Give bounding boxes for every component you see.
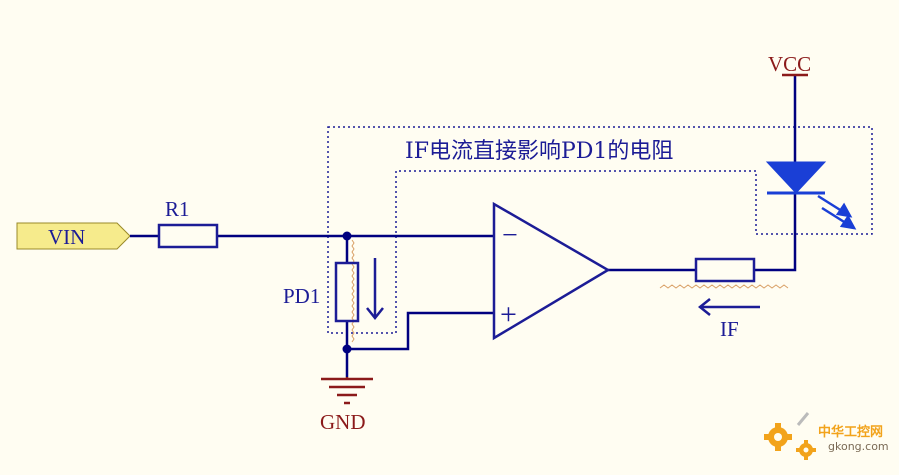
resistor-r1[interactable]	[157, 223, 219, 249]
wire-node-plus-input	[347, 311, 494, 351]
vin-label: VIN	[48, 225, 85, 249]
opamp-plus-sign: +	[500, 298, 517, 331]
gear-icon	[764, 423, 792, 451]
led-emission-arrows-icon	[817, 194, 857, 230]
gear-icon-small	[796, 440, 816, 460]
annotation-text: IF电流直接影响PD1的电阻	[405, 139, 673, 164]
squiggle-mark-pd1	[351, 239, 355, 343]
photodetector-pd1[interactable]	[334, 261, 360, 323]
vin-port[interactable]	[16, 222, 131, 250]
pd1-arrow-icon	[366, 258, 384, 321]
opamp-minus-sign: −	[502, 220, 518, 251]
watermark-title: 中华工控网	[818, 424, 883, 440]
annotation-boundary	[327, 126, 873, 334]
junction-dot-top	[342, 231, 352, 241]
watermark-logo: 中华工控网 gkong.com	[764, 412, 889, 460]
wires	[130, 75, 797, 377]
pd1-label: PD1	[283, 284, 320, 308]
vcc-label: VCC	[768, 52, 811, 76]
gnd-label: GND	[320, 410, 366, 434]
wire-resistor-led	[754, 193, 797, 272]
junction-dot-bottom	[342, 344, 352, 354]
squiggle-mark-feedback	[659, 284, 789, 289]
r1-label: R1	[165, 197, 190, 221]
opamp-triangle[interactable]	[492, 201, 611, 341]
ground-symbol	[321, 377, 373, 405]
led-diode[interactable]	[765, 161, 827, 194]
if-label: IF	[720, 317, 739, 341]
pen-icon	[796, 412, 810, 426]
if-current-arrow-icon	[697, 298, 760, 316]
resistor-output[interactable]	[694, 257, 756, 283]
watermark-url: gkong.com	[828, 440, 889, 453]
